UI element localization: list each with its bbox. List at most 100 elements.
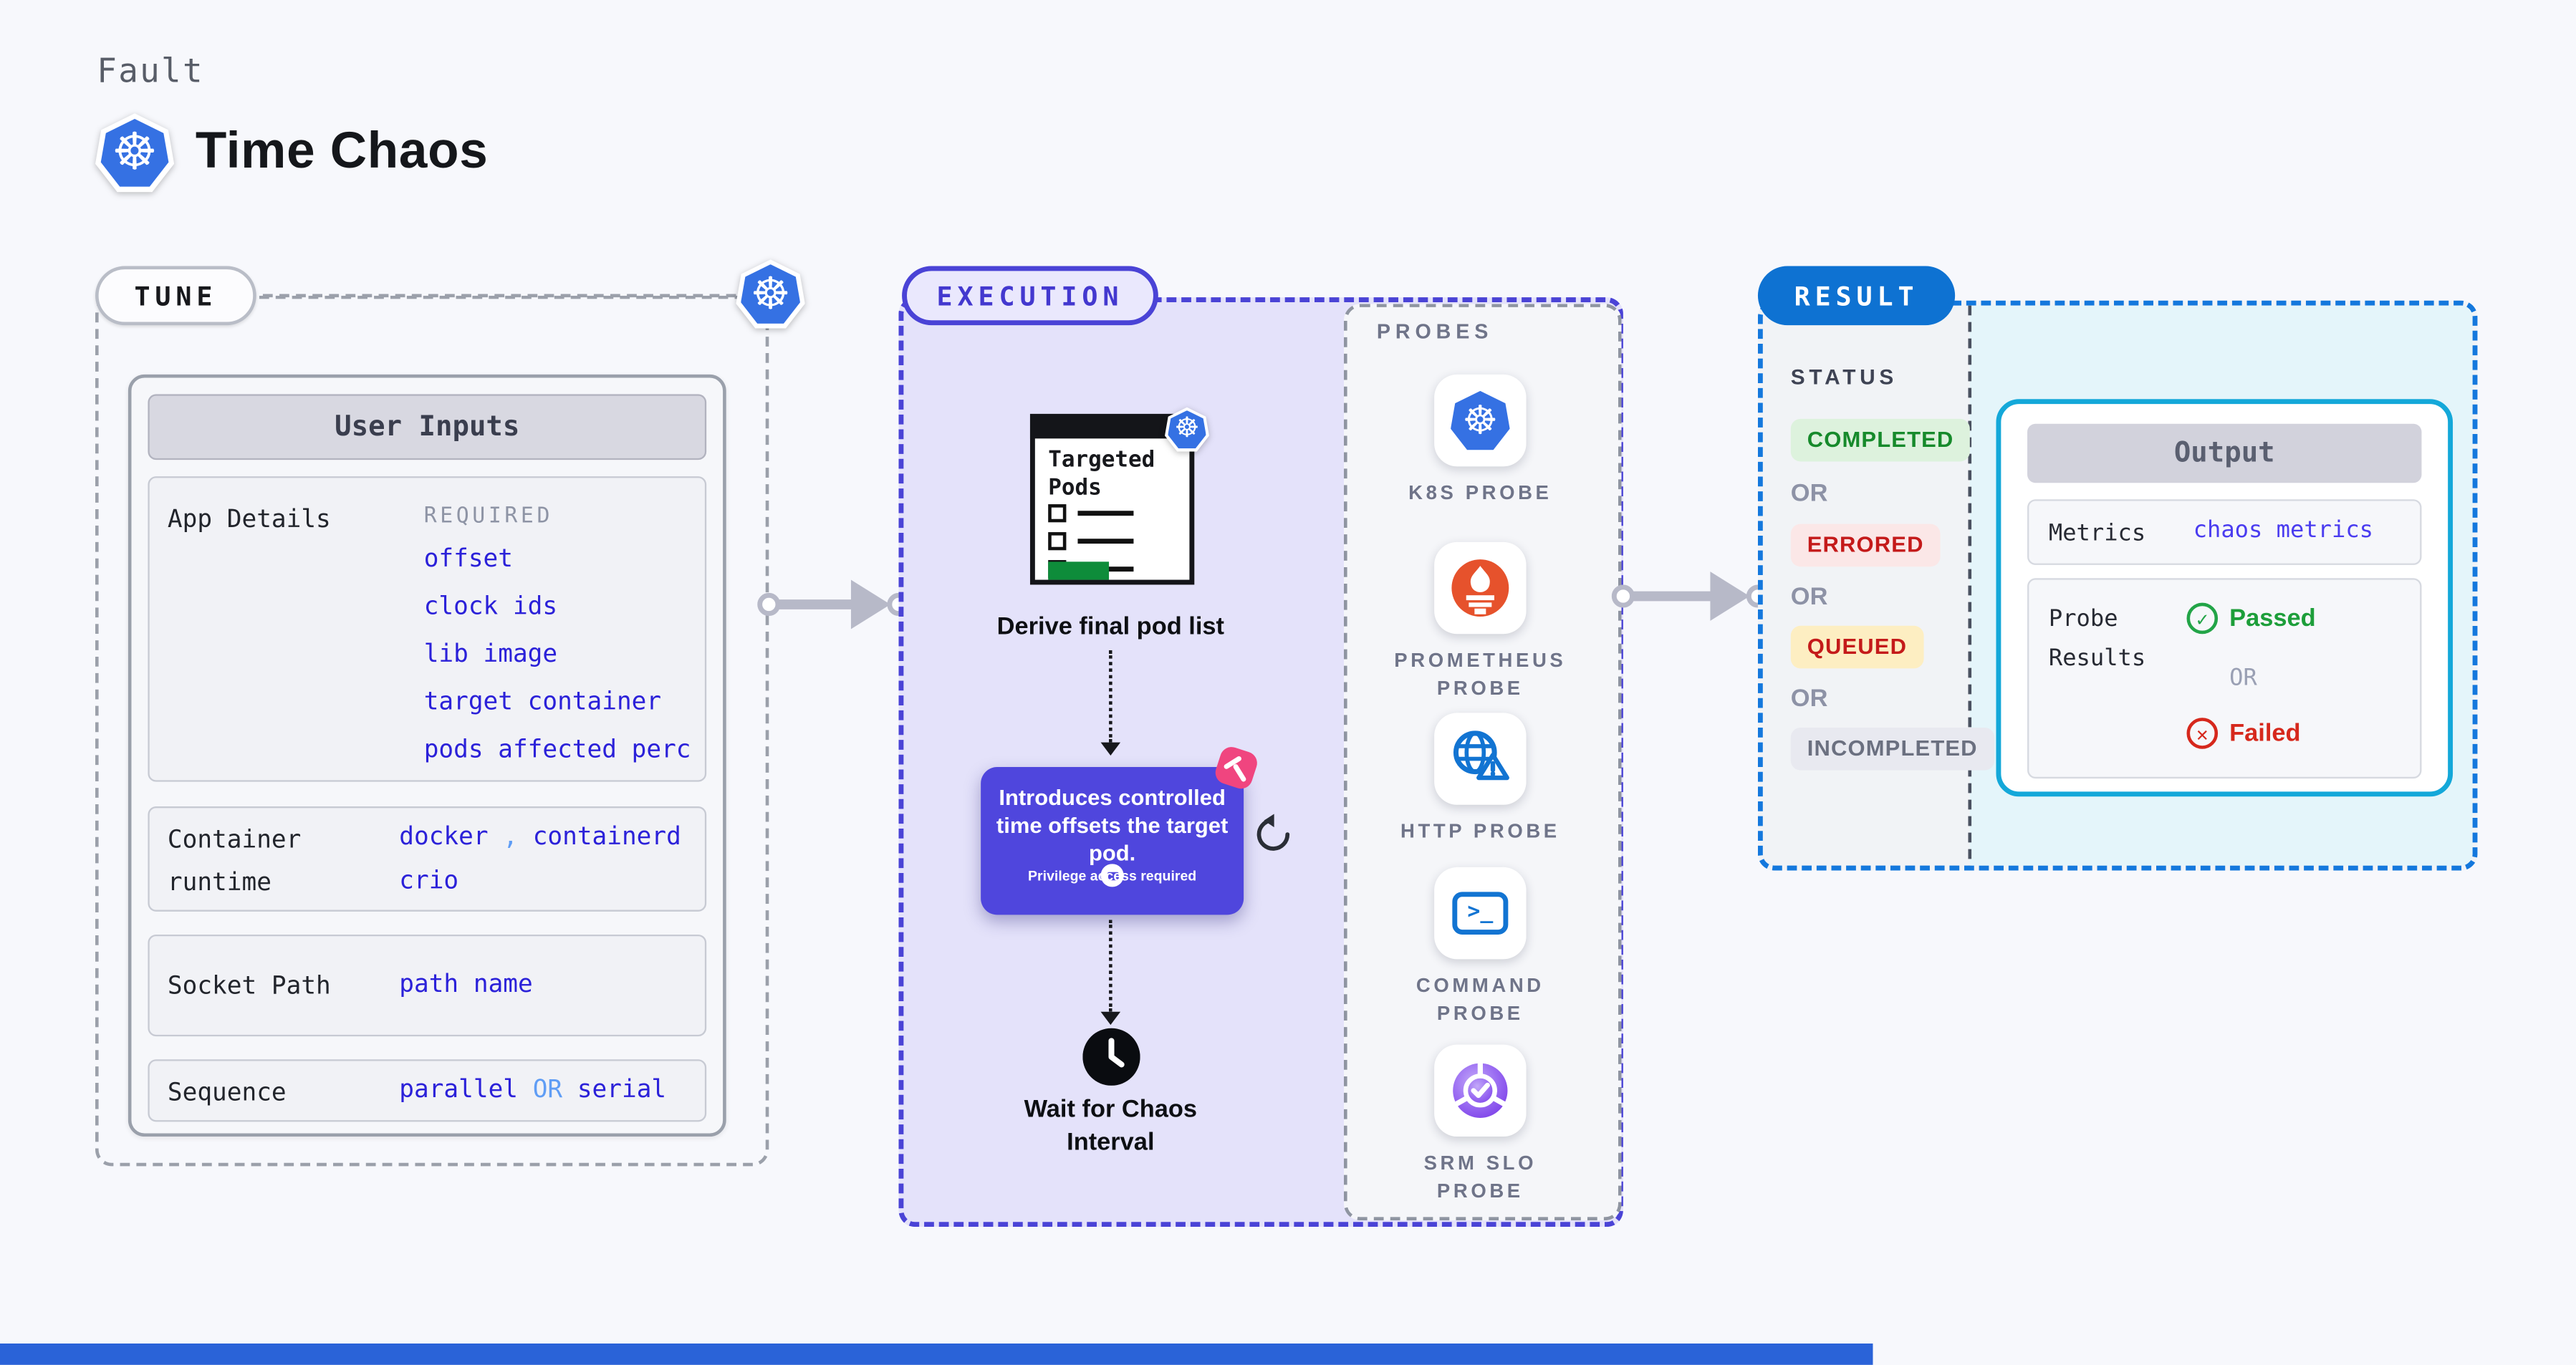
failed-label: Failed <box>2229 719 2301 748</box>
command-probe-card: >_ <box>1434 867 1527 960</box>
status-badge-errored: ERRORED <box>1790 524 1941 567</box>
kubernetes-icon: ☸ <box>736 259 805 329</box>
result-pill: RESULT <box>1757 266 1956 326</box>
helm-wheel-glyph: ☸ <box>1462 397 1499 444</box>
dotted-connector-arrowhead <box>1100 742 1121 756</box>
status-output-divider <box>1968 305 1972 866</box>
metrics-value: chaos metrics <box>2193 517 2373 544</box>
prometheus-probe-label: PROMETHEUS PROBE <box>1394 648 1567 700</box>
dotted-connector <box>1109 650 1112 743</box>
app-detail-value-pods-affected-perc: pods affected perc <box>423 734 691 764</box>
probe-results-label: Probe Results <box>2048 606 2146 672</box>
checkbox-icon <box>1048 532 1067 551</box>
targeted-pods-card: Targeted Pods <box>1029 413 1195 585</box>
check-circle-icon: ✓ <box>2186 602 2219 635</box>
fault-eyebrow: Fault <box>97 51 204 91</box>
sequence-values: parallel OR serial <box>399 1074 666 1104</box>
targeted-pods-title: Targeted Pods <box>1048 446 1155 501</box>
command-probe-label: COMMAND PROBE <box>1416 973 1544 1026</box>
app-detail-value-target-container: target container <box>423 686 662 716</box>
sequence-or: OR <box>532 1074 563 1104</box>
runtime-containerd: containerd <box>532 821 681 851</box>
arrow-head <box>1710 571 1750 621</box>
status-badge-queued: QUEUED <box>1790 625 1924 669</box>
k8s-probe-label: K8S PROBE <box>1408 481 1552 505</box>
metrics-label: Metrics <box>2048 521 2146 547</box>
prometheus-icon <box>1451 559 1509 617</box>
srm-slo-probe-label: SRM SLO PROBE <box>1423 1151 1537 1202</box>
dotted-connector-arrowhead <box>1100 1011 1121 1026</box>
clock-icon <box>1082 1028 1140 1086</box>
pod-list-item <box>1048 532 1179 551</box>
page-title: Time Chaos <box>195 121 489 179</box>
kubernetes-icon-shield: ☸ <box>100 118 169 187</box>
runtime-crio: crio <box>399 865 459 895</box>
pod-list-item <box>1048 534 1179 579</box>
kubernetes-icon: ☸ <box>1165 407 1209 452</box>
srm-slo-icon <box>1453 1061 1508 1118</box>
app-detail-value-lib-image: lib image <box>423 639 558 669</box>
output-card: Output Metrics chaos metrics Probe Resul… <box>1996 399 2454 797</box>
socket-path-row: Socket Path path name <box>148 934 707 1037</box>
pod-list-item <box>1048 504 1179 523</box>
list-line <box>1077 511 1134 515</box>
app-detail-value-clock-ids: clock ids <box>423 591 558 621</box>
status-badge-incompleted: INCOMPLETED <box>1790 727 1994 771</box>
arrow-shaft <box>770 599 863 609</box>
socket-path-value: path name <box>399 969 533 999</box>
result-section-box: STATUS COMPLETED OR ERRORED OR QUEUED OR… <box>1757 300 2478 871</box>
lock-icon <box>1100 864 1124 887</box>
probes-title: PROBES <box>1376 320 1494 344</box>
kubernetes-icon-shield: ☸ <box>741 264 801 324</box>
chaos-tooltip-text: Introduces controlled time offsets the t… <box>996 785 1229 866</box>
http-probe-label: HTTP PROBE <box>1400 819 1560 843</box>
k8s-probe-card: ☸ <box>1434 374 1527 467</box>
refresh-icon <box>1256 814 1290 851</box>
http-globe-icon <box>1453 730 1509 781</box>
helm-wheel-glyph: ☸ <box>750 268 791 320</box>
output-header: Output <box>2027 423 2422 483</box>
progress-bar <box>1048 561 1110 580</box>
app-details-row: App Details REQUIRED offset clock ids li… <box>148 476 707 782</box>
status-or: OR <box>1790 685 1828 713</box>
metrics-row: Metrics chaos metrics <box>2027 499 2422 565</box>
execution-to-result-arrow <box>1611 560 1769 632</box>
prometheus-probe-card <box>1434 541 1527 635</box>
checkbox-icon <box>1048 504 1067 523</box>
user-inputs-card: User Inputs App Details REQUIRED offset … <box>128 374 726 1137</box>
tune-dashed-connector <box>262 294 736 298</box>
arrow-start-dot <box>757 592 781 617</box>
sequence-row: Sequence parallel OR serial <box>148 1059 707 1122</box>
container-runtime-row: Container runtime docker , containerd cr… <box>148 806 707 912</box>
helm-wheel-glyph: ☸ <box>112 122 158 182</box>
kubernetes-icon-shield: ☸ <box>1451 390 1510 450</box>
arrow-start-dot <box>1611 584 1635 608</box>
probe-results-row: Probe Results ✓ Passed OR ✕ Failed <box>2027 578 2422 779</box>
sequence-label: Sequence <box>167 1077 287 1107</box>
wait-interval-caption: Wait for Chaos Interval <box>1024 1095 1198 1157</box>
app-details-label: App Details <box>167 504 331 534</box>
probe-results-or: OR <box>2229 665 2257 692</box>
socket-path-label: Socket Path <box>167 970 331 1000</box>
tune-section-box <box>95 295 769 1167</box>
derive-pod-list-caption: Derive final pod list <box>996 612 1225 641</box>
user-inputs-header: User Inputs <box>148 394 707 460</box>
privilege-note: Privilege access required <box>1028 867 1197 884</box>
srm-slo-probe-card <box>1434 1044 1527 1137</box>
arrow-shaft <box>1625 591 1722 602</box>
helm-wheel-glyph: ☸ <box>1174 412 1200 445</box>
container-runtime-label: Container runtime <box>167 824 302 897</box>
sequence-serial: serial <box>577 1074 667 1104</box>
runtime-docker: docker <box>399 821 489 851</box>
required-tag: REQUIRED <box>423 504 554 529</box>
runtime-separator: , <box>503 821 518 851</box>
kubernetes-icon: ☸ <box>1451 390 1510 450</box>
kubernetes-icon: ☸ <box>95 113 175 193</box>
sequence-parallel: parallel <box>399 1074 518 1104</box>
passed-label: Passed <box>2229 604 2316 632</box>
horizontal-scrollbar-thumb[interactable] <box>0 1344 1873 1365</box>
x-circle-icon: ✕ <box>2186 718 2219 749</box>
tune-to-execution-arrow <box>757 569 910 641</box>
chaos-tooltip-card: Introduces controlled time offsets the t… <box>981 767 1244 915</box>
